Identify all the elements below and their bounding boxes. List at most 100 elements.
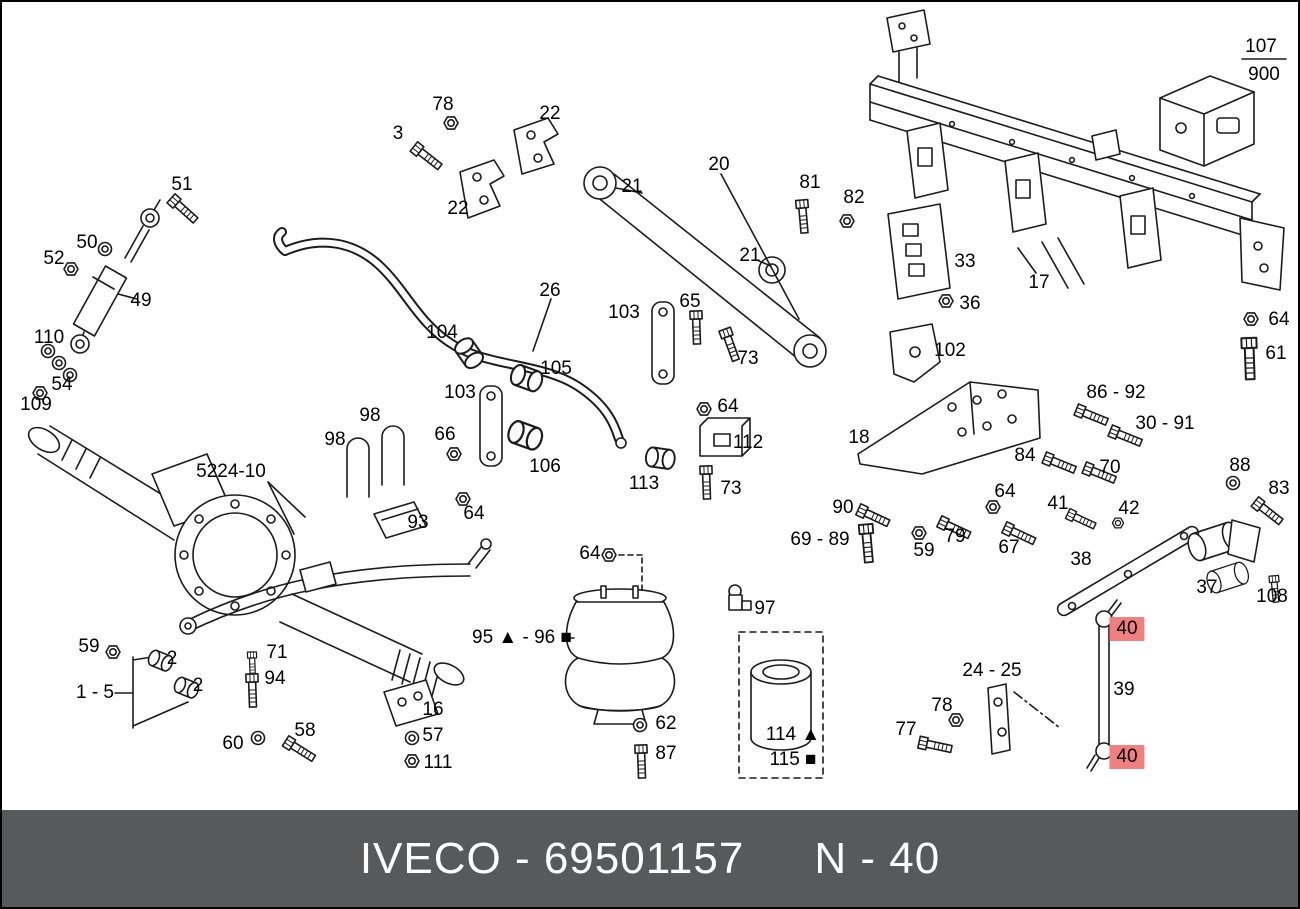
part-label-78: 78 xyxy=(432,94,454,116)
part-label-5224-10: 5224-10 xyxy=(196,461,266,483)
part-label-21: 21 xyxy=(621,176,643,198)
part-label-98: 98 xyxy=(359,405,381,427)
part-label-2: 2 xyxy=(192,675,204,697)
frame-crossmember xyxy=(869,9,1285,291)
part-label-77: 77 xyxy=(895,719,917,741)
part-label-88: 88 xyxy=(1229,455,1251,477)
part-label-64: 64 xyxy=(717,396,739,418)
part-label-98: 98 xyxy=(324,429,346,451)
part-label-104: 104 xyxy=(426,322,458,344)
part-label-105: 105 xyxy=(540,358,572,380)
part-label-103: 103 xyxy=(608,302,640,324)
stabilizer-clamps xyxy=(479,301,675,467)
part-label-64: 64 xyxy=(463,503,485,525)
part-label-93: 93 xyxy=(407,512,429,534)
part-label-70: 70 xyxy=(1099,457,1121,479)
part-label-64: 64 xyxy=(994,481,1016,503)
part-label-69-89: 69 - 89 xyxy=(790,529,850,551)
part-label-49: 49 xyxy=(130,290,152,312)
part-label-94: 94 xyxy=(264,668,286,690)
axle-assembly xyxy=(27,425,465,697)
part-label-58: 58 xyxy=(294,720,316,742)
lower-bracket xyxy=(987,683,1061,755)
part-label-110: 110 xyxy=(33,327,65,349)
air-spring xyxy=(561,554,676,725)
part-label-108: 108 xyxy=(1256,586,1288,608)
part-label-66: 66 xyxy=(434,424,456,446)
footer-reference: N - 40 xyxy=(814,833,941,883)
part-label-20: 20 xyxy=(708,154,730,176)
air-fitting xyxy=(728,584,752,611)
part-label-62: 62 xyxy=(655,713,677,735)
part-label-83: 83 xyxy=(1268,478,1290,500)
part-label-39: 39 xyxy=(1113,679,1135,701)
part-label-21: 21 xyxy=(739,245,761,267)
part-label-82: 82 xyxy=(843,187,865,209)
part-label-64: 64 xyxy=(1268,309,1290,331)
leaf-spring xyxy=(179,538,492,727)
part-label-24-25: 24 - 25 xyxy=(962,660,1022,682)
part-label-90: 90 xyxy=(832,497,854,519)
leader-lines xyxy=(114,656,189,729)
part-label-87: 87 xyxy=(655,743,677,765)
spare-bushing-box xyxy=(738,631,824,779)
part-label-30-91: 30 - 91 xyxy=(1135,413,1195,435)
part-label-109: 109 xyxy=(20,394,52,416)
mounting-brackets xyxy=(857,203,1041,475)
highlighted-part-label-40: 40 xyxy=(1109,745,1145,769)
part-label-113: 113 xyxy=(628,473,660,495)
part-label-112: 112 xyxy=(732,432,764,454)
part-label-102: 102 xyxy=(934,340,966,362)
part-label-65: 65 xyxy=(679,291,701,313)
part-label-114: 114 ▲ xyxy=(765,724,821,746)
part-label-95-96: 95 ▲ - 96 ■ xyxy=(472,627,572,649)
part-label-17: 17 xyxy=(1028,272,1050,294)
part-label-73: 73 xyxy=(720,478,742,500)
part-label-37: 37 xyxy=(1196,577,1218,599)
part-label-33: 33 xyxy=(954,251,976,273)
part-label-41: 41 xyxy=(1047,493,1069,515)
part-label-73: 73 xyxy=(737,348,759,370)
part-label-78: 78 xyxy=(931,695,953,717)
stabilizer-bar xyxy=(273,227,627,449)
part-label-79: 79 xyxy=(944,526,966,548)
part-label-106: 106 xyxy=(529,456,561,478)
footer-banner: IVECO - 69501157 N - 40 xyxy=(2,810,1298,907)
part-label-97: 97 xyxy=(754,598,776,620)
part-label-59: 59 xyxy=(78,636,100,658)
part-label-61: 61 xyxy=(1265,343,1287,365)
bracket-22-pair xyxy=(459,117,559,219)
part-label-50: 50 xyxy=(76,232,98,254)
center-bracket xyxy=(699,417,751,457)
part-label-52: 52 xyxy=(43,248,65,270)
part-label-42: 42 xyxy=(1118,498,1140,520)
part-label-3: 3 xyxy=(392,123,404,145)
part-label-111: 111 xyxy=(423,752,453,774)
part-label-22: 22 xyxy=(539,103,561,125)
diagram-linework xyxy=(27,9,1287,779)
part-label-86-92: 86 - 92 xyxy=(1086,382,1146,404)
part-label-84: 84 xyxy=(1014,445,1036,467)
part-label-71: 71 xyxy=(266,642,288,664)
part-label-51: 51 xyxy=(171,174,193,196)
shock-absorber xyxy=(70,199,161,354)
part-label-59: 59 xyxy=(913,540,935,562)
footer-part-number: IVECO - 69501157 xyxy=(359,833,745,883)
part-label-26: 26 xyxy=(539,280,561,302)
part-label-16: 16 xyxy=(422,699,444,721)
part-label-54: 54 xyxy=(51,374,73,396)
part-label-115: 115 ■ xyxy=(769,749,817,771)
part-label-107: 107 xyxy=(1245,36,1277,58)
part-label-67: 67 xyxy=(998,537,1020,559)
part-label-81: 81 xyxy=(799,172,821,194)
torque-rod xyxy=(583,166,827,368)
u-bolts xyxy=(346,425,427,539)
part-label-36: 36 xyxy=(959,293,981,315)
part-label-1-5: 1 - 5 xyxy=(75,682,115,704)
part-label-38: 38 xyxy=(1070,549,1092,571)
electronic-box xyxy=(1159,58,1287,167)
part-label-64: 64 xyxy=(579,543,601,565)
